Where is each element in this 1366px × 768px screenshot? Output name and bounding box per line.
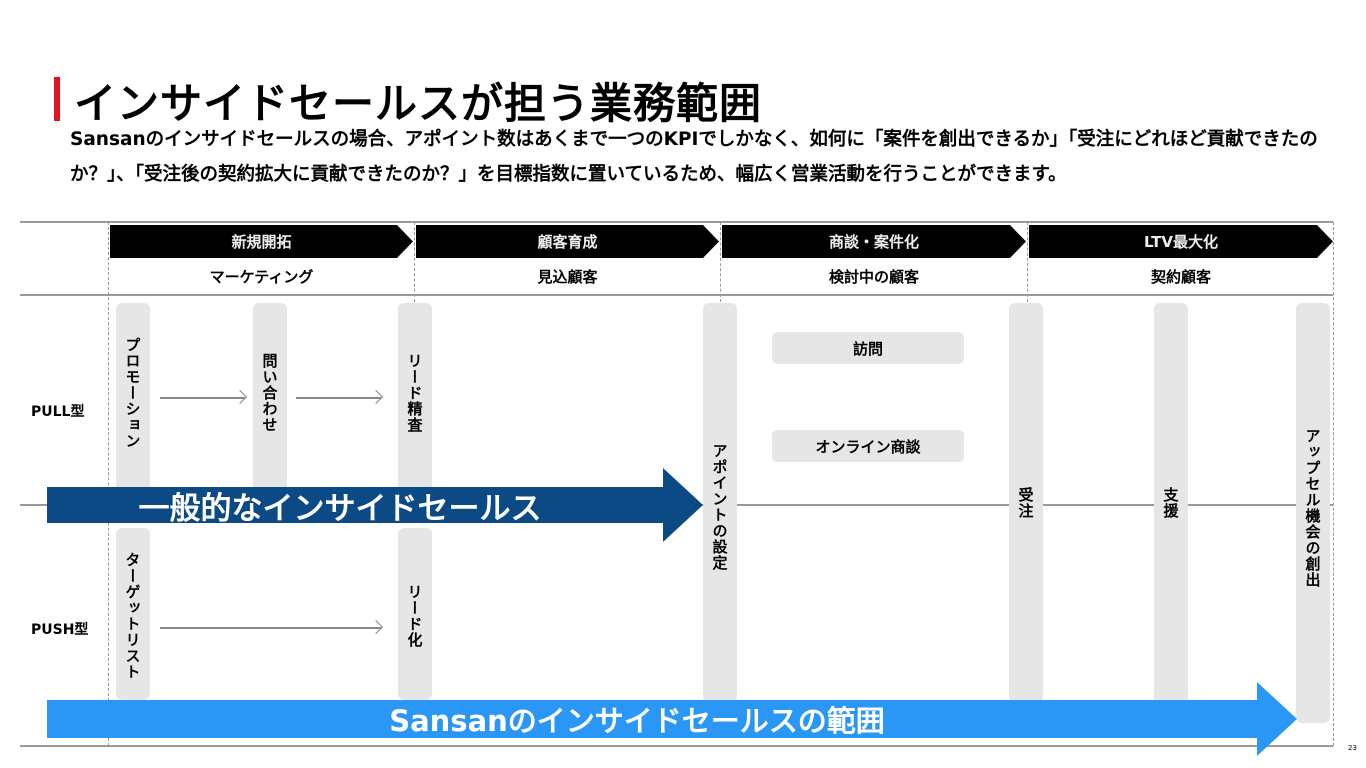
- arrow-right-icon: [160, 627, 381, 629]
- step-label: リード化: [405, 584, 424, 648]
- divider-header: [20, 294, 1333, 296]
- step-label: ターゲットリスト: [123, 552, 142, 680]
- column-divider: [720, 222, 721, 302]
- general-inside-sales-label: 一般的なインサイドセールス: [138, 490, 542, 527]
- step-label: リード精査: [405, 353, 424, 433]
- step-promotion: プロモーション: [116, 303, 150, 493]
- column-divider: [414, 222, 415, 302]
- phase-new-development: 新規開拓: [110, 225, 413, 258]
- column-divider: [1027, 222, 1028, 302]
- step-label: アップセル機会の創出: [1303, 428, 1322, 588]
- row-label-push: PUSH型: [31, 622, 89, 638]
- title-accent-bar: [54, 77, 60, 121]
- step-lead-creation: リード化: [398, 528, 432, 700]
- step-label: アポイントの設定: [710, 443, 729, 571]
- row-label-pull: PULL型: [31, 404, 85, 420]
- customer-considering: 検討中の顧客: [828, 268, 919, 286]
- sansan-inside-sales-label: Sansanのインサイドセールスの範囲: [389, 704, 885, 738]
- step-appointment: アポイントの設定: [703, 303, 737, 703]
- step-order: 受注: [1009, 303, 1043, 703]
- step-inquiry: 問い合わせ: [253, 303, 287, 493]
- divider-top: [20, 221, 1333, 223]
- step-label: 支援: [1161, 487, 1180, 519]
- phase-ltv: LTV最大化: [1029, 225, 1333, 258]
- divider-bottom: [20, 745, 1333, 747]
- arrow-right-icon: [296, 397, 381, 399]
- step-visit: 訪問: [772, 332, 964, 364]
- description: Sansanのインサイドセールスの場合、アポイント数はあくまで一つのKPIでしか…: [70, 129, 1318, 185]
- customer-prospect: 見込顧客: [537, 268, 598, 286]
- step-target-list: ターゲットリスト: [116, 528, 150, 700]
- customer-marketing: マーケティング: [209, 268, 314, 286]
- phase-nurturing: 顧客育成: [416, 225, 719, 258]
- arrow-right-icon: [160, 397, 245, 399]
- column-divider: [108, 222, 109, 746]
- phase-deal: 商談・案件化: [722, 225, 1026, 258]
- customer-contracted: 契約顧客: [1150, 268, 1211, 286]
- step-lead-review: リード精査: [398, 303, 432, 493]
- column-divider: [1333, 222, 1334, 746]
- step-label: 受注: [1016, 487, 1035, 519]
- step-online-meeting: オンライン商談: [772, 430, 964, 462]
- step-label: 問い合わせ: [260, 353, 279, 433]
- step-label: プロモーション: [123, 337, 142, 449]
- page-title: インサイドセールスが担う業務範囲: [74, 79, 763, 128]
- step-support: 支援: [1154, 303, 1188, 703]
- step-upsell: アップセル機会の創出: [1296, 303, 1330, 723]
- page-number: 23: [1348, 744, 1357, 752]
